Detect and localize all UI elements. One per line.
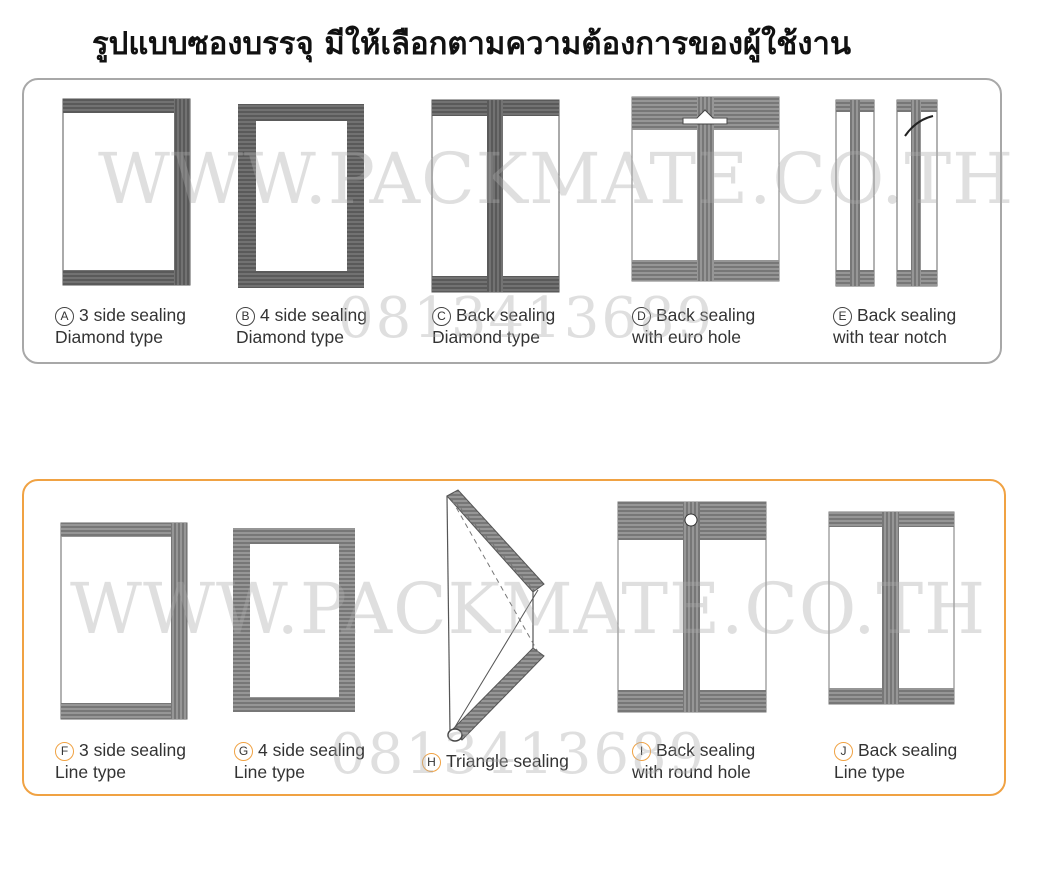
label-i-line2: with round hole xyxy=(632,762,751,782)
letter-badge-j: J xyxy=(834,742,853,761)
label-a-line2: Diamond type xyxy=(55,327,163,347)
letter-badge-c: C xyxy=(432,307,451,326)
label-j-line2: Line type xyxy=(834,762,906,782)
pouch-f-3-side-line xyxy=(60,522,188,720)
pouch-j-back-line xyxy=(828,511,955,705)
label-h: H Triangle sealing xyxy=(422,750,569,772)
pouch-g-4-side-line xyxy=(233,528,355,712)
label-g-line2: Line type xyxy=(234,762,306,782)
label-c: C Back sealing Diamond type xyxy=(432,304,555,348)
label-i: I Back sealing with round hole xyxy=(632,739,755,783)
label-g-line1: 4 side sealing xyxy=(258,740,366,760)
letter-badge-a: A xyxy=(55,307,74,326)
label-c-line1: Back sealing xyxy=(456,305,556,325)
letter-badge-b: B xyxy=(236,307,255,326)
label-j-line1: Back sealing xyxy=(858,740,958,760)
pouch-e-tear-notch xyxy=(835,99,938,287)
label-a-line1: 3 side sealing xyxy=(79,305,187,325)
label-b-line1: 4 side sealing xyxy=(260,305,368,325)
label-e-line1: Back sealing xyxy=(857,305,957,325)
pouch-h-triangle xyxy=(446,489,545,742)
letter-badge-e: E xyxy=(833,307,852,326)
label-g: G 4 side sealing Line type xyxy=(234,739,365,783)
label-h-line1: Triangle sealing xyxy=(446,751,569,771)
letter-badge-f: F xyxy=(55,742,74,761)
pouch-d-euro-hole xyxy=(631,96,780,282)
label-c-line2: Diamond type xyxy=(432,327,540,347)
page-title: รูปแบบซองบรรจุ มีให้เลือกตามความต้องการข… xyxy=(92,26,852,62)
pouch-i-round-hole xyxy=(617,501,767,713)
label-j: J Back sealing Line type xyxy=(834,739,957,783)
label-f-line2: Line type xyxy=(55,762,127,782)
label-b: B 4 side sealing Diamond type xyxy=(236,304,367,348)
letter-badge-i: I xyxy=(632,742,651,761)
label-d-line2: with euro hole xyxy=(632,327,741,347)
label-e-line2: with tear notch xyxy=(833,327,947,347)
letter-badge-g: G xyxy=(234,742,253,761)
label-f: F 3 side sealing Line type xyxy=(55,739,186,783)
label-d: D Back sealing with euro hole xyxy=(632,304,755,348)
letter-badge-h: H xyxy=(422,753,441,772)
pouch-c-back-diamond xyxy=(431,99,560,293)
pouch-b-4-side-diamond xyxy=(238,104,364,288)
label-b-line2: Diamond type xyxy=(236,327,344,347)
label-i-line1: Back sealing xyxy=(656,740,756,760)
label-d-line1: Back sealing xyxy=(656,305,756,325)
letter-badge-d: D xyxy=(632,307,651,326)
pouch-a-3-side-diamond xyxy=(62,98,191,286)
label-a: A 3 side sealing Diamond type xyxy=(55,304,186,348)
label-f-line1: 3 side sealing xyxy=(79,740,187,760)
label-e: E Back sealing with tear notch xyxy=(833,304,956,348)
